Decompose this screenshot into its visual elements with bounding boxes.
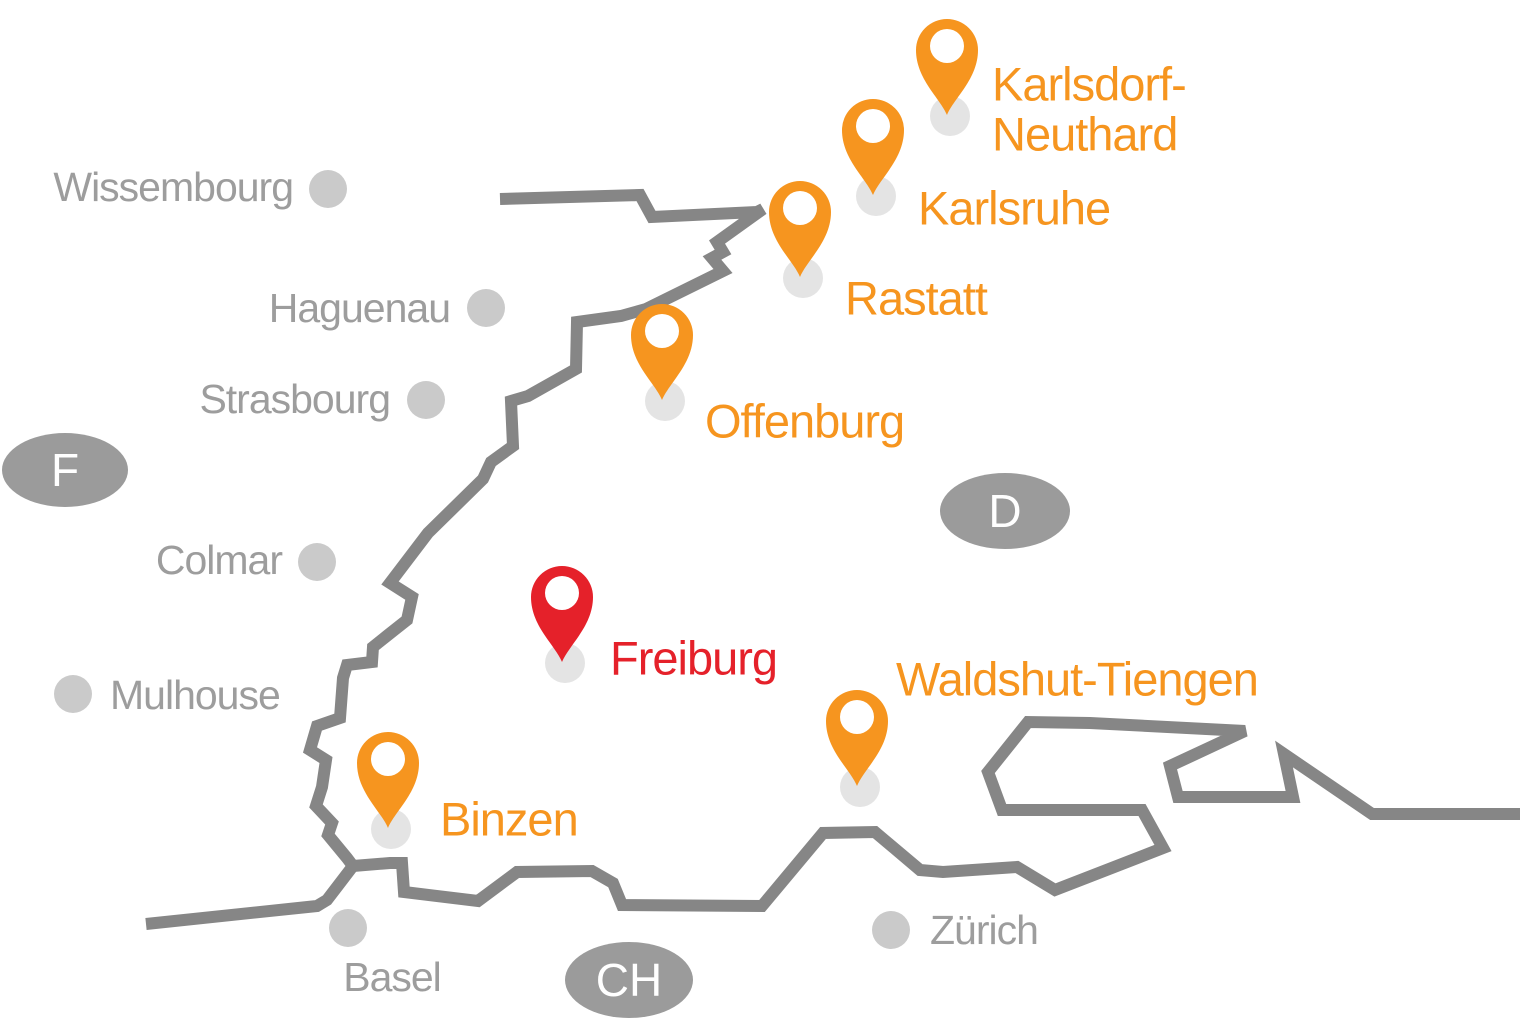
pin-hole [856, 109, 890, 143]
reference-city: Strasbourg [199, 376, 445, 422]
pin-hole [545, 576, 579, 610]
location-label-line: Waldshut-Tiengen [896, 653, 1258, 706]
pin-shadow [645, 381, 685, 421]
country-badges: F D CH [2, 433, 1070, 1018]
pin-shadow [783, 258, 823, 298]
reference-city: Mulhouse [54, 672, 281, 718]
border-switzerland [352, 715, 1520, 913]
reference-cities: WissembourgHaguenauStrasbourgColmarMulho… [53, 164, 1039, 1000]
country-badge-oval [2, 433, 128, 507]
pin-shadow [545, 643, 585, 683]
city-dot [54, 675, 92, 713]
city-label: Zürich [930, 907, 1038, 953]
map-pin-karlsdorf-neuthard[interactable] [916, 19, 978, 136]
location-label-line: Freiburg [610, 632, 777, 685]
country-badge-ch: CH [565, 942, 693, 1018]
pin-hole [930, 29, 964, 63]
country-badge-letter: CH [596, 954, 662, 1006]
location-label-line: Rastatt [845, 272, 988, 325]
map-pin-binzen[interactable] [357, 732, 419, 849]
border-france-germany [145, 188, 767, 930]
city-label: Wissembourg [53, 164, 293, 210]
city-label: Strasbourg [199, 376, 390, 422]
city-label: Mulhouse [110, 672, 280, 718]
map-pin-freiburg[interactable] [531, 566, 593, 683]
country-badge-letter: F [51, 444, 79, 496]
city-label: Haguenau [269, 285, 450, 331]
map-pin-offenburg[interactable] [631, 304, 693, 421]
pin-hole [645, 314, 679, 348]
reference-city: Zürich [872, 907, 1039, 953]
country-badge-letter: D [988, 485, 1021, 537]
city-dot [407, 381, 445, 419]
location-labels: Karlsdorf-NeuthardKarlsruheRastattOffenb… [440, 58, 1259, 846]
city-label: Colmar [156, 537, 282, 583]
pin-shadow [930, 96, 970, 136]
pin-hole [783, 191, 817, 225]
country-badge-f: F [2, 433, 128, 507]
city-label: Basel [343, 954, 441, 1000]
location-pins [357, 19, 978, 849]
pin-shadow [371, 809, 411, 849]
city-dot [309, 170, 347, 208]
city-dot [329, 909, 367, 947]
city-dot [467, 289, 505, 327]
reference-city: Colmar [156, 537, 336, 583]
reference-city: Haguenau [269, 285, 505, 331]
location-label-line: Neuthard [992, 108, 1177, 161]
pin-shadow [856, 176, 896, 216]
map-pin-rastatt[interactable] [769, 181, 831, 298]
location-label-line: Karlsruhe [918, 182, 1110, 235]
pin-hole [840, 700, 874, 734]
map-pin-karlsruhe[interactable] [842, 99, 904, 216]
pin-shadow [840, 767, 880, 807]
city-dot [872, 911, 910, 949]
reference-city: Wissembourg [53, 164, 347, 210]
location-label-line: Offenburg [705, 395, 904, 448]
pin-hole [371, 742, 405, 776]
border-lines [145, 188, 1520, 930]
country-badge-oval [565, 942, 693, 1018]
city-dot [298, 543, 336, 581]
reference-city: Basel [329, 909, 442, 1000]
country-badge-d: D [940, 473, 1070, 549]
location-label-line: Binzen [440, 793, 578, 846]
location-label-line: Karlsdorf- [992, 58, 1186, 111]
country-badge-oval [940, 473, 1070, 549]
map-pin-waldshut-tiengen[interactable] [826, 690, 888, 807]
